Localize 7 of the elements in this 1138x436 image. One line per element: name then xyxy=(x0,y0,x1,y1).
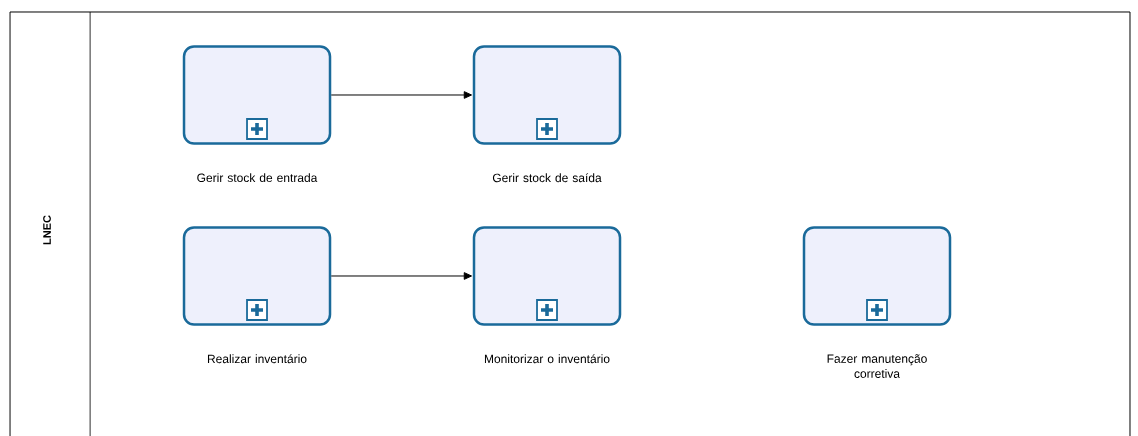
task-label: Monitorizar o inventário xyxy=(484,354,610,364)
task-label: Gerir stock de saída xyxy=(492,173,602,183)
task-label: Gerir stock de entrada xyxy=(197,173,318,182)
task-label: Realizar inventário xyxy=(208,354,307,364)
arrow xyxy=(330,272,473,280)
task-label: Fazer manutenção corretiva xyxy=(827,354,927,378)
arrow xyxy=(330,91,473,99)
